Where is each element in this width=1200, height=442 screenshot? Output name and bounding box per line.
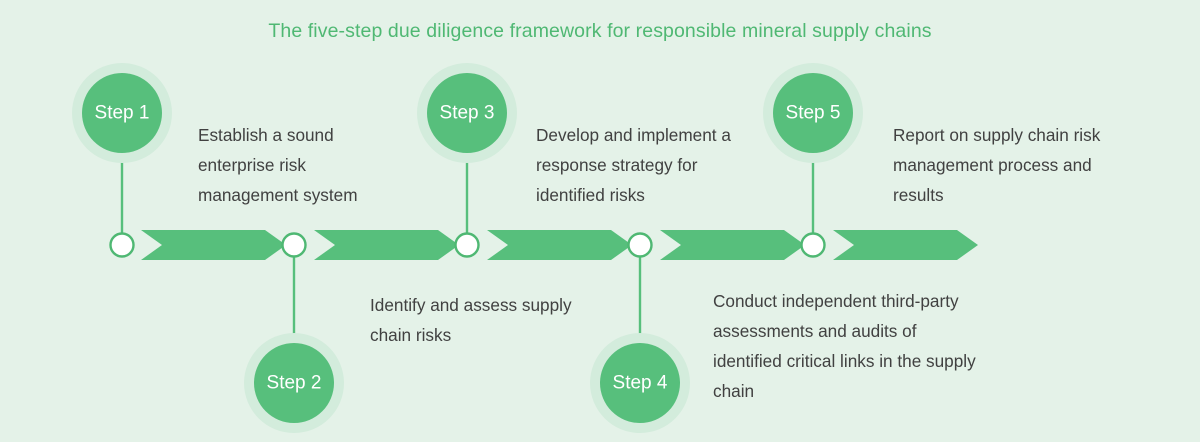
step-description-step-3: Develop and implement a response strateg… [536,125,731,205]
chevron-segment-2 [314,230,459,260]
step-node-label-step-3: Step 3 [440,103,495,124]
step-node-step-4[interactable]: Step 4 [590,333,690,433]
step-description-step-5: Report on supply chain risk management p… [893,125,1101,205]
step-node-circle-step-4[interactable] [600,343,680,423]
chevron-segment-3 [487,230,632,260]
chevron-segment-5 [833,230,978,260]
step-node-circle-step-2[interactable] [254,343,334,423]
page-title: The five-step due diligence framework fo… [268,20,932,42]
step-node-label-step-2: Step 2 [267,373,322,394]
step-node-step-2[interactable]: Step 2 [244,333,344,433]
timeline-dot-step-4[interactable] [627,232,653,258]
chevron-segment-1 [141,230,286,260]
timeline-dot-step-2[interactable] [281,232,307,258]
step-node-label-step-1: Step 1 [95,103,150,124]
step-node-circle-step-1[interactable] [82,73,162,153]
chevron-segment-4 [660,230,805,260]
timeline-dots [109,232,826,258]
chevron-band [141,230,978,260]
step-description-step-2: Identify and assess supply chain risks [370,295,572,345]
step-description-step-4: Conduct independent third-party assessme… [713,291,976,401]
step-node-label-step-4: Step 4 [613,373,668,394]
timeline-dot-step-5[interactable] [800,232,826,258]
timeline-dot-step-3[interactable] [454,232,480,258]
step-description-step-1: Establish a sound enterprise risk manage… [198,125,358,205]
step-node-circle-step-5[interactable] [773,73,853,153]
timeline-dot-step-1[interactable] [109,232,135,258]
step-node-step-1[interactable]: Step 1 [72,63,172,163]
connector-lines [120,153,815,343]
step-node-step-3[interactable]: Step 3 [417,63,517,163]
step-node-circle-step-3[interactable] [427,73,507,153]
step-node-label-step-5: Step 5 [786,103,841,124]
step-node-step-5[interactable]: Step 5 [763,63,863,163]
